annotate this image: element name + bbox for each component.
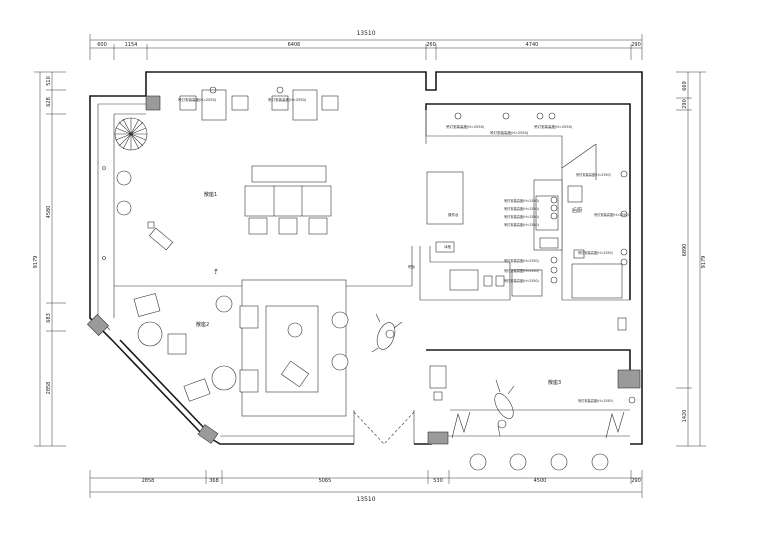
rk-label-low: 吊灯安装高度(H=2550) bbox=[578, 250, 613, 255]
zone3-label: 散座3 bbox=[548, 379, 561, 386]
top-dim-5: 4740 bbox=[526, 42, 539, 48]
left-stools bbox=[102, 166, 132, 260]
outdoor-stools bbox=[469, 453, 609, 471]
top-dim-1: 600 bbox=[97, 42, 107, 48]
left-dim-1: 510 bbox=[46, 76, 52, 86]
right-dim-1: 669 bbox=[682, 81, 688, 91]
bar-label-3: 吊灯安装高度(H=2550) bbox=[504, 214, 539, 219]
zone2-label: 散座2 bbox=[196, 321, 209, 328]
person-icon bbox=[371, 313, 403, 353]
left-dim-2: 628 bbox=[46, 97, 52, 107]
counter-tag: 操作台 bbox=[448, 212, 459, 217]
bar-left-tag: 吧台 bbox=[408, 264, 416, 269]
bottom-dim-2: 368 bbox=[209, 478, 219, 484]
kitchen-label: 后厨 bbox=[572, 207, 582, 214]
top-dim-4: 260 bbox=[426, 42, 436, 48]
left-dimension: 9179 510 628 4580 683 2858 bbox=[33, 71, 66, 447]
left-dim-4: 683 bbox=[46, 313, 52, 323]
zone2-area: 散座2 bbox=[133, 279, 349, 417]
bar-label-7: 吊灯安装高度(H=2550) bbox=[504, 278, 539, 283]
pendant-label-mid-b: 吊灯安装高度(H=2550) bbox=[534, 124, 573, 129]
bottom-dim-6: 290 bbox=[631, 478, 641, 484]
lounge-chair bbox=[147, 221, 174, 251]
left-dim-3: 4580 bbox=[46, 206, 52, 219]
top-dim-2: 1154 bbox=[125, 42, 138, 48]
top-total-dim: 13510 bbox=[356, 30, 375, 37]
kitchen-area: 后厨 操作台 吧台 冰柜 bbox=[408, 143, 623, 301]
rk-label-mid: 吊灯安装高度(H=2550) bbox=[594, 212, 629, 217]
partitions: ↓ bbox=[114, 103, 631, 370]
zone3-area: 散座3 吊灯安装高度(H=2550) bbox=[429, 317, 636, 439]
bar-pendant-labels: 吊灯安装高度(H=2550) 吊灯安装高度(H=2550) 吊灯安装高度(H=2… bbox=[504, 196, 558, 284]
pendants-kitchen-top: 吊灯安装高度(H=2550) 吊灯安装高度(H=2550) 吊灯安装高度(H=2… bbox=[446, 112, 573, 135]
zone1-table-set: 散座1 bbox=[204, 165, 332, 235]
bar-label-2: 吊灯安装高度(H=2550) bbox=[504, 206, 539, 211]
small-tag: 冰柜 bbox=[444, 244, 452, 249]
bottom-dim-1: 2858 bbox=[142, 478, 155, 484]
bottom-total-dim: 13510 bbox=[356, 496, 375, 503]
pendant-label-top-a: 吊灯安装高度(H=2550) bbox=[178, 97, 217, 102]
entrance-door bbox=[353, 410, 415, 445]
plant-icon bbox=[114, 117, 148, 151]
right-total-dim: 9179 bbox=[701, 256, 707, 269]
pendant-label-mid-a: 吊灯安装高度(H=2550) bbox=[446, 124, 485, 129]
bottom-dim-4: 530 bbox=[433, 478, 443, 484]
pendant-label-top-b: 吊灯安装高度(H=2550) bbox=[268, 97, 307, 102]
left-dim-5: 2858 bbox=[46, 382, 52, 395]
zone1-label: 散座1 bbox=[204, 191, 217, 198]
bottom-dim-5: 4500 bbox=[534, 478, 547, 484]
rk-label-top: 吊灯安装高度(H=2550) bbox=[576, 172, 611, 177]
bottom-dimension: 2858 368 5065 530 4500 290 13510 bbox=[89, 470, 643, 503]
top-seating: 吊灯安装高度(H=2550) 吊灯安装高度(H=2550) bbox=[178, 86, 339, 121]
top-dim-6: 290 bbox=[631, 42, 641, 48]
top-dimension: 13510 600 1154 6406 260 4740 290 bbox=[89, 30, 643, 60]
door-mark: ↓ bbox=[214, 270, 217, 275]
bar-label-5: 吊灯安装高度(H=2550) bbox=[504, 258, 539, 263]
right-dim-3: 1420 bbox=[682, 410, 688, 423]
right-kitchen-pendants: 吊灯安装高度(H=2550) 吊灯安装高度(H=2550) 吊灯安装高度(H=2… bbox=[576, 170, 629, 266]
bar-label-6: 吊灯安装高度(H=2550) bbox=[504, 268, 539, 273]
zone3-pendant-label: 吊灯安装高度(H=2550) bbox=[578, 398, 613, 403]
left-total-dim: 9179 bbox=[33, 256, 39, 269]
exterior-walls bbox=[89, 71, 643, 445]
right-dimension: 9179 6890 669 290 1420 bbox=[676, 71, 707, 447]
bar-label-4: 吊灯安装高度(H=2550) bbox=[504, 222, 539, 227]
right-inner-dim: 6890 bbox=[682, 244, 688, 257]
top-dim-3: 6406 bbox=[288, 42, 301, 48]
bottom-dim-3: 5065 bbox=[319, 478, 332, 484]
bar-label-1: 吊灯安装高度(H=2550) bbox=[504, 198, 539, 203]
columns bbox=[86, 95, 641, 445]
pendant-label-mid-c: 吊灯安装高度(H=2550) bbox=[490, 130, 529, 135]
right-dim-2: 290 bbox=[682, 99, 688, 109]
